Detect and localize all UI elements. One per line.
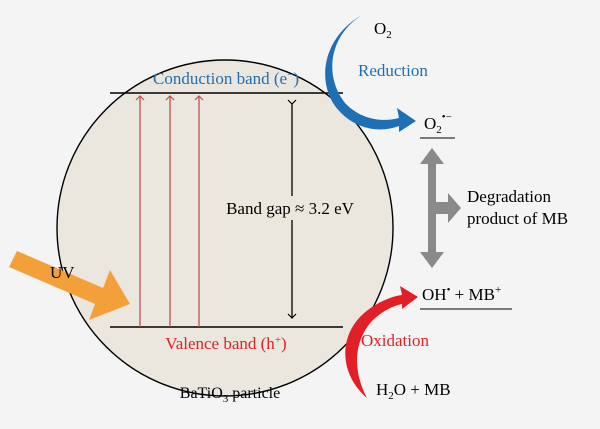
batio3-particle <box>56 59 394 397</box>
band-gap-label: Band gap ≈ 3.2 eV <box>226 199 355 218</box>
superoxide-product: O2•− <box>424 111 452 136</box>
particle-caption: BaTiO3 particle <box>180 385 280 405</box>
degradation-arrow-icon <box>420 148 461 268</box>
uv-arrow-icon <box>9 251 130 320</box>
uv-label: UV <box>50 263 75 282</box>
oxidation-arrow-icon <box>345 286 418 398</box>
conduction-band-label: Conduction band (e−) <box>153 69 299 88</box>
degradation-label-line1: Degradation <box>467 187 552 206</box>
oxidation-product: OH• + MB+ <box>422 284 501 304</box>
water-mb-reactant: H2O + MB <box>376 380 451 402</box>
degradation-label-line2: product of MB <box>467 209 568 228</box>
band-gap-label-bg <box>222 196 362 220</box>
oxidation-label: Oxidation <box>361 331 429 350</box>
valence-band-label: Valence band (h+) <box>165 334 286 353</box>
o2-reactant: O2 <box>374 19 392 41</box>
reduction-label: Reduction <box>358 61 428 80</box>
reduction-arrow-icon <box>325 15 416 132</box>
